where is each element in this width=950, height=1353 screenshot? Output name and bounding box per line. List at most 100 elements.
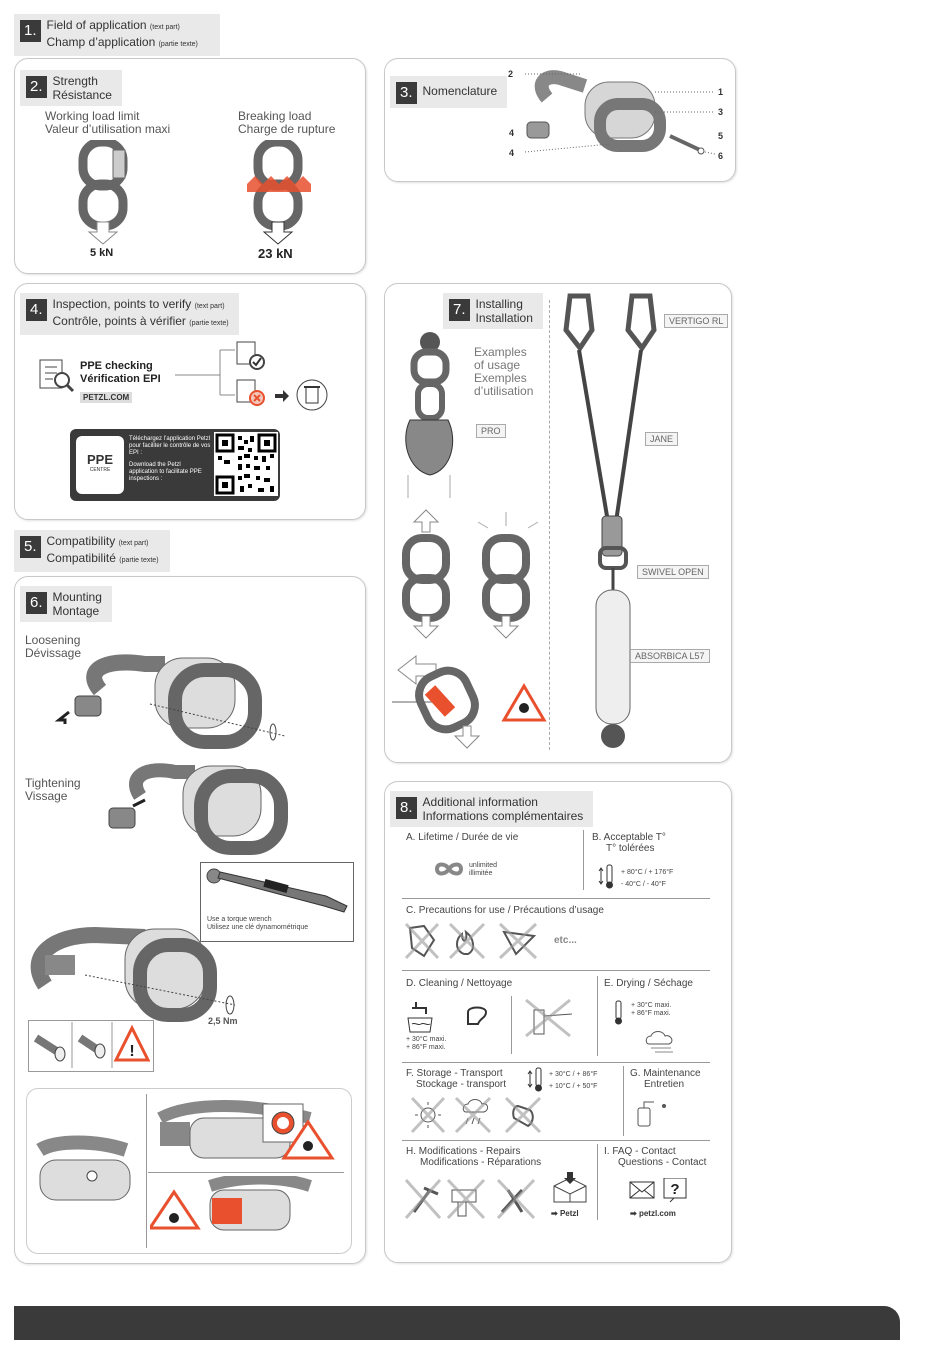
section-5-title-en: Compatibility bbox=[46, 534, 116, 548]
jane-label: JANE bbox=[645, 432, 679, 446]
section-number: 8. bbox=[396, 797, 417, 819]
svg-text:?: ? bbox=[670, 1181, 679, 1198]
section-5-note-fr: (partie texte) bbox=[119, 557, 159, 564]
pin-wear-illustration bbox=[157, 1100, 335, 1160]
repair-forbidden-icons bbox=[404, 1178, 536, 1220]
divider-1 bbox=[402, 898, 710, 899]
nomenclature-label-3: 3 bbox=[718, 107, 724, 117]
section-4-note-en: (text part) bbox=[194, 303, 225, 310]
breaking-load-value: 23 kN bbox=[258, 246, 293, 261]
section-8-title-en: Additional information bbox=[422, 795, 538, 809]
section-3-header: 3. Nomenclature bbox=[390, 76, 508, 108]
section-4-title-fr: Contrôle, points à vérifier bbox=[52, 314, 186, 328]
ppe-centre-logo: PPE CENTRE bbox=[76, 436, 124, 494]
petzl-com-link[interactable]: PETZL.COM bbox=[80, 392, 133, 403]
detail-divider-v bbox=[146, 1094, 147, 1248]
drying-thermometer-icon bbox=[615, 1000, 622, 1025]
drying-values: + 30°C maxi.+ 86°F maxi. bbox=[631, 1002, 672, 1017]
storage-values: + 30°C / + 86°F+ 10°C / + 50°F bbox=[549, 1071, 598, 1090]
nomenclature-label-5: 5 bbox=[718, 131, 724, 141]
working-load-value: 5 kN bbox=[90, 247, 114, 259]
divider-3 bbox=[402, 1062, 710, 1063]
torque-tightening-illustration bbox=[30, 926, 236, 1022]
thermometer-icon bbox=[598, 864, 613, 889]
torque-value: 2,5 Nm bbox=[208, 1016, 238, 1026]
section-1-note-fr: (partie texte) bbox=[158, 41, 198, 48]
package-return-icon bbox=[553, 1172, 587, 1203]
pulley-swivel-illustration bbox=[405, 332, 454, 498]
divider-ab bbox=[583, 830, 584, 890]
divider-de bbox=[597, 976, 598, 1056]
loosening-illustration bbox=[55, 654, 286, 749]
storage-thermometer-icon bbox=[527, 1067, 542, 1092]
nomenclature-label-1: 1 bbox=[718, 87, 724, 97]
air-dry-icon bbox=[645, 1031, 673, 1053]
nomenclature-label-4b: 4 bbox=[509, 148, 515, 158]
pin-comparison-illustration: ! bbox=[33, 1022, 150, 1068]
washing-icons bbox=[407, 1002, 488, 1033]
section-4-note-fr: (partie texte) bbox=[189, 320, 229, 327]
nomenclature-diagram bbox=[524, 70, 716, 155]
swivel-close-illustration bbox=[36, 1135, 131, 1201]
section-6-title-en: Mounting bbox=[52, 590, 102, 604]
cleaning-values: + 30°C maxi.+ 86°F maxi. bbox=[406, 1036, 447, 1051]
precautions-icons bbox=[404, 922, 538, 960]
swivel-open-label: SWIVEL OPEN bbox=[637, 565, 709, 579]
nomenclature-label-6: 6 bbox=[718, 151, 724, 161]
section-1-title-fr: Champ d’application bbox=[46, 35, 156, 49]
divider-2 bbox=[402, 970, 710, 971]
divider-d bbox=[511, 996, 512, 1054]
nomenclature-label-4a: 4 bbox=[509, 128, 515, 138]
cleaning-title: D. Cleaning / Nettoyage bbox=[406, 978, 513, 989]
section-number: 4. bbox=[26, 299, 47, 321]
petzl-website-link[interactable]: ➡ petzl.com bbox=[630, 1209, 676, 1218]
rotation-arrow-icon bbox=[225, 995, 235, 1015]
svg-text:!: ! bbox=[129, 1043, 134, 1060]
swivel-breaking-load-illustration bbox=[247, 140, 311, 245]
section-2-title-en: Strength bbox=[52, 74, 98, 88]
pro-label: PRO bbox=[476, 424, 506, 438]
section-number: 7. bbox=[449, 299, 470, 321]
section-8-title-fr: Informations complémentaires bbox=[422, 809, 584, 823]
qr-code[interactable] bbox=[214, 432, 278, 496]
pressure-washer-forbidden-icon bbox=[525, 998, 573, 1038]
section-2-title-fr: Résistance bbox=[52, 88, 112, 102]
installation-divider bbox=[549, 300, 550, 750]
section-6-title-fr: Montage bbox=[52, 604, 100, 618]
lifetime-title: A. Lifetime / Durée de vie bbox=[406, 832, 519, 843]
tightening-illustration bbox=[108, 763, 288, 855]
ppe-app-text: Téléchargez l’application Petzl pour fac… bbox=[129, 436, 211, 482]
nomenclature-label-2: 2 bbox=[508, 69, 514, 79]
detail-divider-h bbox=[148, 1172, 344, 1173]
absorbica-label: ABSORBICA L57 bbox=[630, 649, 710, 663]
inspection-result-diagram bbox=[175, 341, 328, 411]
section-8-panel bbox=[384, 781, 732, 1263]
section-5-note-en: (text part) bbox=[118, 540, 149, 547]
section-number: 3. bbox=[396, 82, 417, 104]
torque-wrench-icon bbox=[206, 868, 348, 913]
section-4-title-en: Inspection, points to verify bbox=[52, 297, 192, 311]
petzl-return-label: ➡ Petzl bbox=[551, 1209, 579, 1218]
edge-danger-illustration bbox=[392, 654, 547, 749]
divider-hi bbox=[597, 1144, 598, 1220]
section-3-title: Nomenclature bbox=[422, 84, 498, 98]
precautions-etc: etc... bbox=[554, 935, 577, 946]
faq-contact-icons: ? bbox=[629, 1178, 687, 1203]
drying-title: E. Drying / Séchage bbox=[604, 978, 693, 989]
precautions-title: C. Precautions for use / Précautions d’u… bbox=[406, 905, 604, 916]
ppe-checklist-search-icon bbox=[39, 359, 75, 393]
acceptable-temp-title: B. Acceptable T°T° tolérées bbox=[592, 832, 666, 854]
section-5-header: 5. Compatibility (text part) Compatibili… bbox=[14, 530, 170, 572]
